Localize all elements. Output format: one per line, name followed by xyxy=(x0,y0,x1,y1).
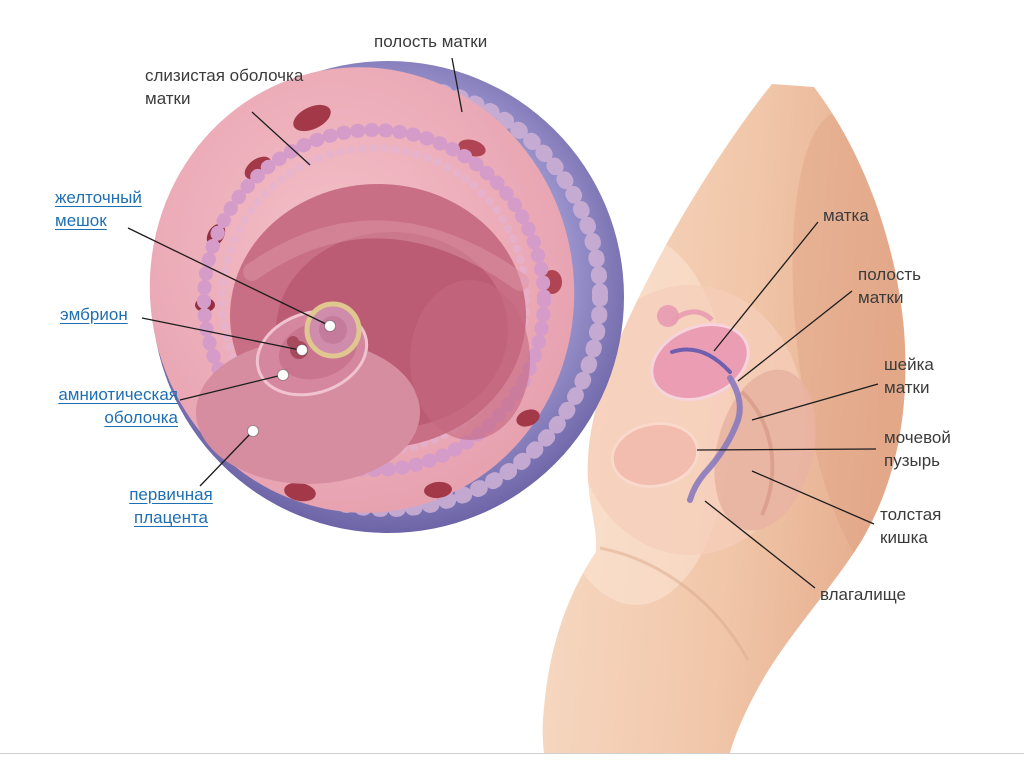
leader-amniotic-membrane xyxy=(179,374,283,401)
label-text: полость xyxy=(858,265,921,284)
marker-dot-embryo xyxy=(296,344,308,356)
marker-dot-yolk xyxy=(324,320,336,332)
label-link-text[interactable]: мешок xyxy=(55,211,107,230)
label-text: мочевой xyxy=(884,428,951,447)
pelvic-organs xyxy=(575,285,816,555)
label-text: матки xyxy=(884,378,930,397)
label-text: матки xyxy=(145,89,191,108)
label-text: влагалище xyxy=(820,585,906,604)
torso-back-shading xyxy=(792,111,906,589)
leader-cervix xyxy=(751,383,879,421)
marker-dot-placenta xyxy=(247,425,259,437)
leader-embryo xyxy=(141,317,301,351)
label-text: слизистая оболочка xyxy=(145,66,304,85)
label-vagina: влагалище xyxy=(820,583,906,606)
label-link-text[interactable]: эмбрион xyxy=(60,305,128,324)
cervix-vagina-canal xyxy=(687,375,743,503)
label-text: толстая xyxy=(880,505,942,524)
label-yolk-sac[interactable]: желточный мешок xyxy=(55,186,142,232)
leader-yolk-sac xyxy=(127,227,329,326)
leader-uterine-cavity-top xyxy=(451,57,463,113)
label-bladder: мочевой пузырь xyxy=(884,426,951,472)
label-link-text[interactable]: первичная xyxy=(129,485,213,504)
fallopian-tube-shape xyxy=(670,309,714,324)
cavity-highlight xyxy=(243,220,529,291)
label-uterine-cavity-side: полость матки xyxy=(858,263,921,309)
marker-dots xyxy=(247,320,336,437)
leader-primary-placenta xyxy=(199,431,253,487)
leader-uterus xyxy=(713,221,819,352)
label-uterus: матка xyxy=(823,204,869,227)
microscopic-inset xyxy=(149,61,624,533)
label-text: пузырь xyxy=(884,451,941,470)
bladder-shape xyxy=(610,422,700,488)
placenta-mound xyxy=(196,340,420,484)
label-uterine-cavity-top: полость матки xyxy=(374,30,487,53)
label-text: шейка xyxy=(884,355,934,374)
cavity-shade-right xyxy=(410,280,530,440)
label-text: кишка xyxy=(880,528,928,547)
label-primary-placenta[interactable]: первичная плацента xyxy=(115,483,227,529)
torso-illustration xyxy=(542,84,906,753)
label-text: матка xyxy=(823,206,869,225)
label-large-intestine: толстая кишка xyxy=(880,503,941,549)
label-link-text[interactable]: амниотическая xyxy=(58,385,178,404)
intestine-fold-line xyxy=(740,390,775,516)
label-link-text[interactable]: желточный xyxy=(55,188,142,207)
label-cervix: шейка матки xyxy=(884,353,934,399)
leader-uterine-cavity-side xyxy=(737,290,853,382)
uterine-cavity-line xyxy=(670,347,732,374)
embryo-head xyxy=(287,336,299,348)
leader-vagina xyxy=(704,500,816,589)
leader-large-intestine xyxy=(751,470,875,525)
label-link-text[interactable]: плацента xyxy=(133,508,209,527)
marker-dot-amnion xyxy=(277,369,289,381)
leader-lines xyxy=(127,57,879,589)
label-embryo[interactable]: эмбрион xyxy=(60,303,128,326)
label-text: полость матки xyxy=(374,32,488,51)
label-amniotic-membrane[interactable]: амниотическая оболочка xyxy=(15,383,178,429)
thigh-crease xyxy=(599,546,750,661)
label-text: матки xyxy=(858,288,904,307)
label-link-text[interactable]: оболочка xyxy=(104,408,178,427)
label-uterine-mucosa: слизистая оболочка матки xyxy=(145,64,303,110)
leader-bladder xyxy=(696,448,877,451)
uterus-shape xyxy=(650,323,750,401)
slide-bottom-edge xyxy=(0,753,1024,754)
leader-uterine-mucosa xyxy=(251,111,311,166)
